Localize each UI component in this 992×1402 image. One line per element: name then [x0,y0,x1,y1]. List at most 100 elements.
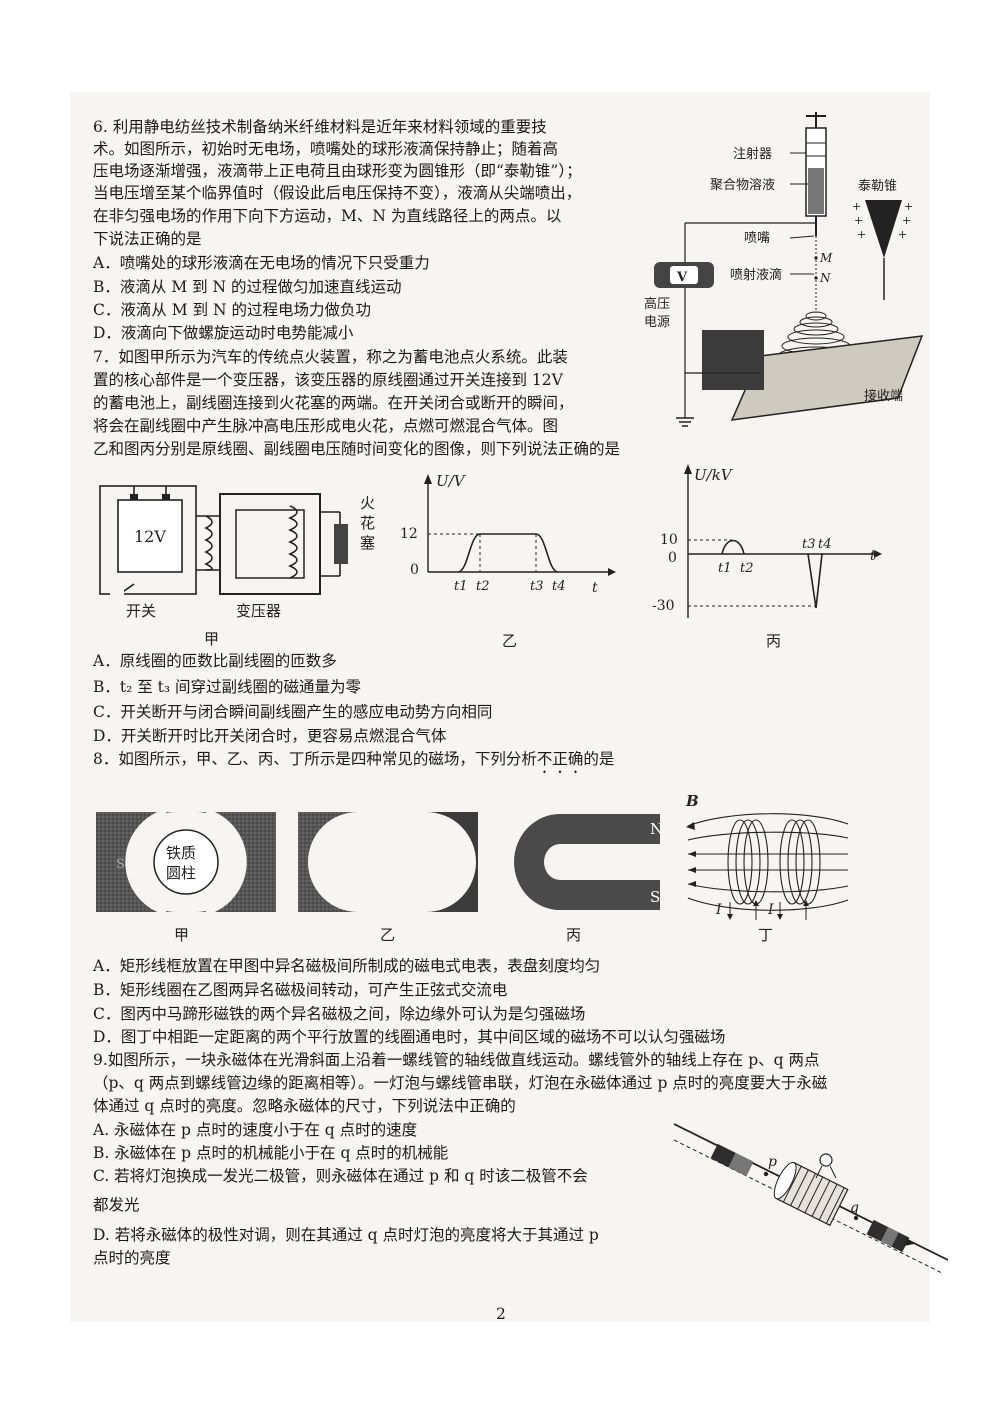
q8-option-b: B．矩形线圈在乙图两异名磁极间转动，可产生正弦式交流电 [93,981,508,999]
y-tick-label: -30 [652,598,675,614]
y-tick-label: 12 [400,526,418,542]
y-axis-label: U/V [436,472,467,490]
q8-stem-prefix: 8．如图所示，甲、乙、丙、丁所示是四种常见的磁场，下列分析 [93,750,537,768]
magnetic-fields-diagram: 铁质 圆柱 S 甲 乙 N S 丙 B I I 丁 [96,792,849,944]
point-m-label: M [819,251,833,265]
pole-s-label: S [116,857,125,872]
x-tick-label: t2 [476,579,490,594]
figure-caption-ding: 丁 [758,926,773,944]
spark-plug-label: 火 [360,494,375,512]
battery-label: 12V [134,527,166,546]
q9-option-d-cont: 点时的亮度 [93,1249,171,1267]
x-tick-label: t4 [552,579,566,594]
q7-line: 乙和图丙分别是原线圈、副线圈电压随时间变化的图像，则下列说法正确的是 [93,440,621,458]
q7-option-c: C．开关断开与闭合瞬间副线圈产生的感应电动势方向相同 [93,703,493,721]
q9-line: 9.如图所示，一块永磁体在光滑斜面上沿着一螺线管的轴线做直线运动。螺线管外的轴线… [93,1051,820,1069]
figure-caption-yi: 乙 [380,926,395,944]
q7-line: 置的核心部件是一个变压器，该变压器的原线圈通过开关连接到 12V [93,371,563,389]
secondary-voltage-graph: U/kV 10 0 -30 t1 t2 t3 t4 t 丙 [652,464,882,650]
hv-source-label: 高压 [644,296,670,312]
q7-line: 的蓄电池上，副线圈连接到火花塞的两端。在开关闭合或断开的瞬间， [93,394,574,412]
page-number: 2 [496,1305,506,1323]
origin-label: 0 [410,562,419,578]
electrospinning-diagram: V 注射器 聚合物溶液 喷嘴 喷射液滴 M N 高压 电源 接收端 泰勒锥 + … [644,112,924,427]
transformer-label: 变压器 [236,602,281,620]
syringe-label: 注射器 [733,146,772,162]
q7-option-b: B．t₂ 至 t₃ 间穿过副线圈的磁通量为零 [93,678,362,696]
x-tick-label: t4 [818,537,832,552]
page-background [70,92,930,1322]
x-tick-label: t1 [718,561,732,576]
point-p-label: p [768,1154,777,1170]
x-tick-label: t3 [530,579,544,594]
figure-caption-bing: 丙 [566,926,581,944]
q8-option-c: C．图丙中马蹄形磁铁的两个异名磁极之间，除边缘外可认为是匀强磁场 [93,1005,586,1023]
svg-text:+: + [902,214,911,227]
nozzle-label: 喷嘴 [744,231,770,246]
figure-caption-jia: 甲 [204,630,219,648]
figure-caption-bing: 丙 [766,632,781,650]
point-q-label: q [850,1200,859,1216]
x-axis-label: t [870,548,876,564]
q6-line: 下说法正确的是 [93,230,202,248]
svg-text:+: + [852,200,861,213]
spark-plug-label: 塞 [360,534,375,552]
switch-label: 开关 [126,602,156,620]
q9-option-d: D. 若将永磁体的极性对调，则在其通过 q 点时灯泡的亮度将大于其通过 p [93,1226,599,1244]
svg-text:+: + [857,228,866,241]
spark-plug-label: 花 [360,514,375,532]
svg-text:+: + [904,200,913,213]
taylor-cone-label: 泰勒锥 [858,179,897,194]
q9-option-a: A. 永磁体在 p 点时的速度小于在 q 点时的速度 [93,1121,418,1139]
x-tick-label: t2 [740,561,754,576]
iron-core-label: 圆柱 [166,864,196,882]
q9-option-b: B. 永磁体在 p 点时的机械能小于在 q 点时的机械能 [93,1144,449,1162]
q6-option-b: B．液滴从 M 到 N 的过程做匀加速直线运动 [93,278,402,296]
q6-line: 术。如图所示，初始时无电场，喷嘴处的球形液滴保持静止；随着高 [93,140,559,158]
primary-voltage-graph: U/V 12 0 t1 t2 t3 t4 t 乙 [400,472,616,650]
q6-line: 压电场逐渐增强，液滴带上正电荷且由球形变为圆锥形（即“泰勒锥”）； [93,162,582,180]
polymer-label: 聚合物溶液 [710,178,775,193]
figure-caption-yi: 乙 [502,632,517,650]
q6-line: 在非匀强电场的作用下向下方运动，M、N 为直线路径上的两点。以 [93,207,562,225]
q6-option-c: C．液滴从 M 到 N 的过程电场力做负功 [93,301,372,319]
field-b-label: B [685,792,699,810]
y-tick-label: 10 [660,532,678,548]
q6-line: 6. 利用静电纺丝技术制备纳米纤维材料是近年来材料领域的重要技 [93,118,547,136]
q7-line: 将会在副线圈中产生脉冲高电压形成电火花，点燃可燃混合气体。图 [93,417,559,435]
incline-solenoid-diagram: p q [673,1123,949,1274]
q8-stem-emphasis: 不正确 [536,750,584,768]
x-axis-label: t [592,580,598,596]
current-label: I [767,902,774,918]
svg-text:+: + [854,214,863,227]
q8-option-a: A．矩形线框放置在甲图中异名磁极间所制成的磁电式电表，表盘刻度均匀 [93,957,601,975]
x-tick-label: t3 [802,537,816,552]
q8-option-d: D．图丁中相距一定距离的两个平行放置的线圈通电时，其中间区域的磁场不可以认匀强磁… [93,1028,726,1046]
q6-option-a: A．喷嘴处的球形液滴在无电场的情况下只受重力 [93,254,430,272]
point-n-label: N [819,271,831,285]
collector-label: 接收端 [864,388,903,404]
svg-text:+: + [898,228,907,241]
q7-line: 7．如图甲所示为汽车的传统点火装置，称之为蓄电池点火系统。此装 [93,348,568,366]
current-label: I [715,902,722,918]
jet-label: 喷射液滴 [730,267,782,283]
q9-line: 体通过 q 点时的亮度。忽略永磁体的尺寸，下列说法中正确的 [93,1097,516,1115]
y-tick-label: 0 [668,550,677,566]
q9-option-c: C. 若将灯泡换成一发光二极管，则永磁体在通过 p 和 q 时该二极管不会 [93,1167,588,1185]
pole-s-label: S [650,888,660,906]
ignition-circuit-diagram: 12V 火 花 塞 开关 变压器 甲 [99,485,375,648]
y-axis-label: U/kV [694,466,734,484]
q6-option-d: D．液滴向下做螺旋运动时电势能减小 [93,324,354,342]
q6-line: 当电压增至某个临界值时（假设此后电压保持不变），液滴从尖端喷出， [93,184,582,202]
q7-option-d: D．开关断开时比开关闭合时，更容易点燃混合气体 [93,727,447,745]
q9-line: （p、q 两点到螺线管边缘的距离相等）。一灯泡与螺线管串联，灯泡在永磁体通过 p… [93,1074,828,1092]
pole-n-label: N [650,820,663,838]
iron-core-label: 铁质 [166,844,196,862]
figure-caption-jia: 甲 [174,926,189,944]
q9-option-c-cont: 都发光 [93,1196,140,1214]
q7-option-a: A．原线圈的匝数比副线圈的匝数多 [93,652,337,670]
q8-stem: 8．如图所示，甲、乙、丙、丁所示是四种常见的磁场，下列分析不正确的是 [93,748,614,777]
x-tick-label: t1 [454,579,468,594]
voltmeter-label: V [676,270,688,285]
hv-source-label: 电源 [644,315,670,330]
